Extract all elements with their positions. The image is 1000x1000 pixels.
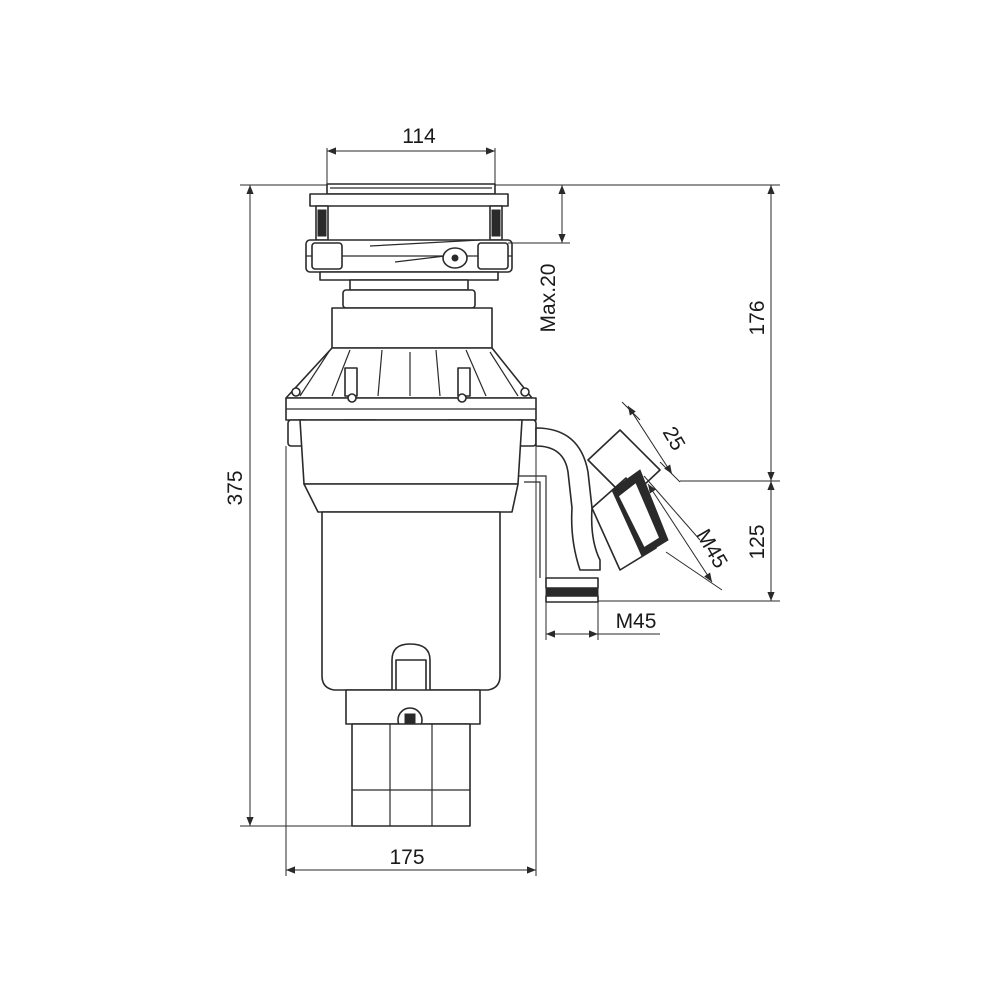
bottom-thread-label: M45 xyxy=(616,610,657,633)
inlet-height-label: 176 xyxy=(746,300,769,335)
body-neck xyxy=(331,279,493,349)
motor-housing xyxy=(321,511,501,691)
side-thread-label: M45 xyxy=(691,525,731,572)
motor-base xyxy=(345,689,481,733)
drain-outlet-elbow xyxy=(535,427,669,571)
disposer-body xyxy=(285,183,669,827)
outlet-offset-label: 25 xyxy=(658,423,690,455)
flange-width-label: 114 xyxy=(402,125,436,148)
mounting-bolts xyxy=(315,205,503,241)
max-thickness-label: Max.20 xyxy=(537,264,560,333)
grinding-chamber xyxy=(299,419,523,513)
body-shoulder xyxy=(285,347,533,399)
sink-flange xyxy=(309,183,509,207)
dimension-lines xyxy=(240,147,780,876)
bottom-legs xyxy=(351,723,471,827)
dishwasher-inlet xyxy=(518,475,599,603)
mounting-ring xyxy=(305,239,513,281)
total-height-label: 375 xyxy=(224,470,247,505)
body-width-label: 175 xyxy=(389,846,424,869)
outlet-height-label: 125 xyxy=(746,524,769,559)
